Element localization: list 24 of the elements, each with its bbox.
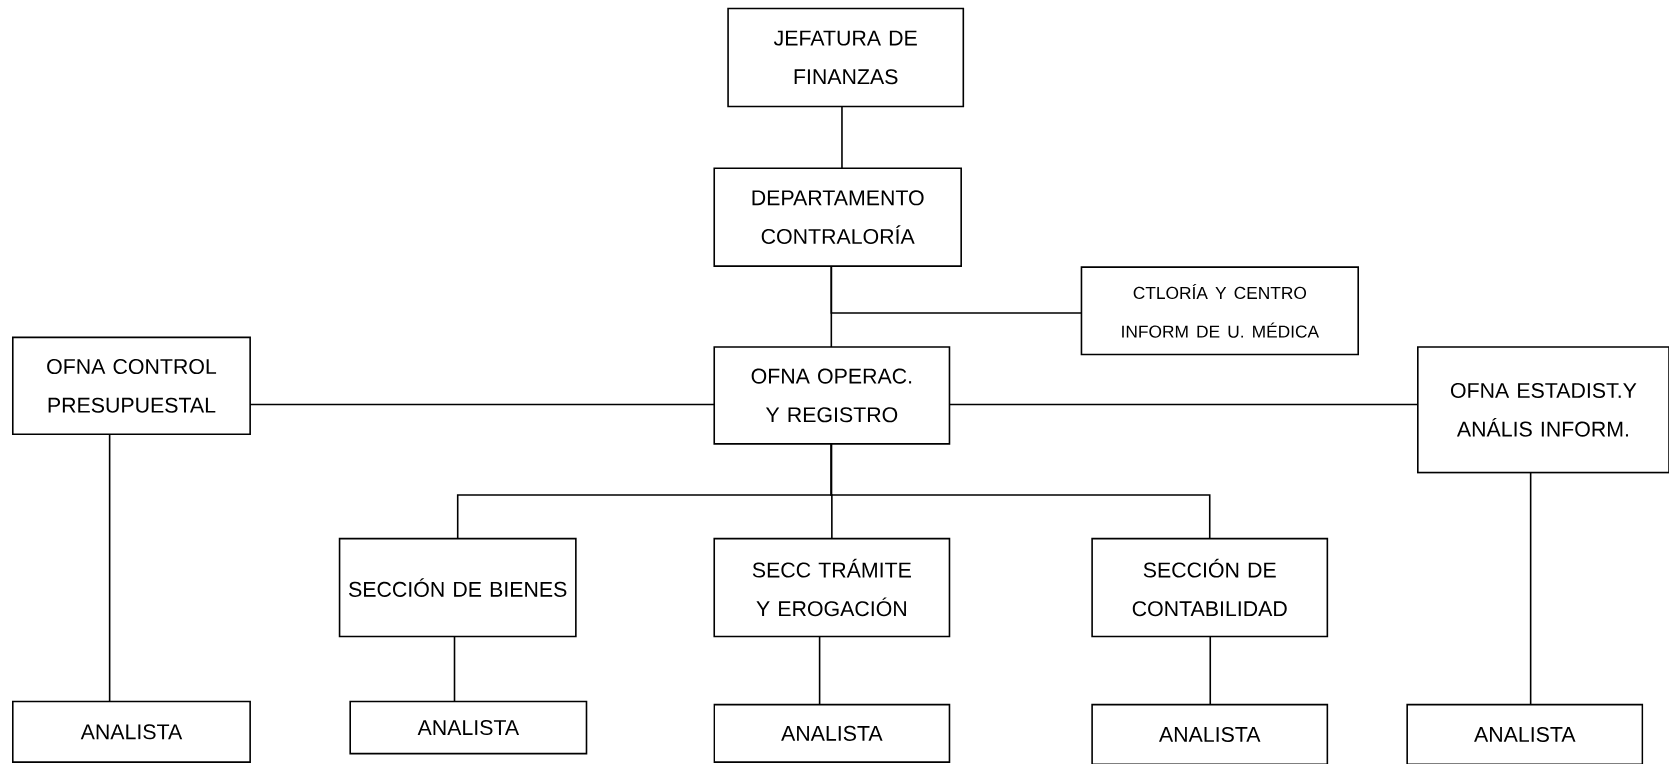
org-box: ANALISTA (349, 700, 588, 755)
connector-line (830, 265, 1083, 314)
org-box: JEFATURA DE FINANZAS (727, 7, 965, 108)
org-box: ANALISTA (1091, 703, 1329, 764)
connector-line (841, 105, 843, 169)
connector-line (818, 635, 821, 706)
org-box: CTLORÍA Y CENTRO INFORM DE U. MÉDICA (1080, 266, 1359, 356)
org-box: ANALISTA (1406, 703, 1644, 764)
org-box: SECCIÓN DE BIENES (338, 537, 577, 638)
connector-line (453, 635, 456, 703)
org-box: SECCIÓN DE CONTABILIDAD (1091, 537, 1329, 638)
org-box: DEPARTAMENTO CONTRALORÍA (713, 167, 962, 267)
org-box: ANALISTA (12, 700, 251, 763)
org-box: SECC TRÁMITE Y EROGACIÓN (713, 537, 951, 638)
org-box: OFNA CONTROL PRESUPUESTAL (12, 336, 251, 436)
connector-line (948, 403, 1419, 406)
org-box: OFNA ESTADIST.Y ANÁLIS INFORM. (1417, 346, 1669, 474)
connector-line (1209, 635, 1212, 706)
org-box: ANALISTA (713, 703, 951, 763)
connector-line (1529, 471, 1532, 706)
org-box: OFNA OPERAC. Y REGISTRO (713, 346, 951, 445)
connector-line (830, 443, 1211, 540)
connector-line (249, 403, 716, 406)
connector-line (108, 433, 111, 703)
